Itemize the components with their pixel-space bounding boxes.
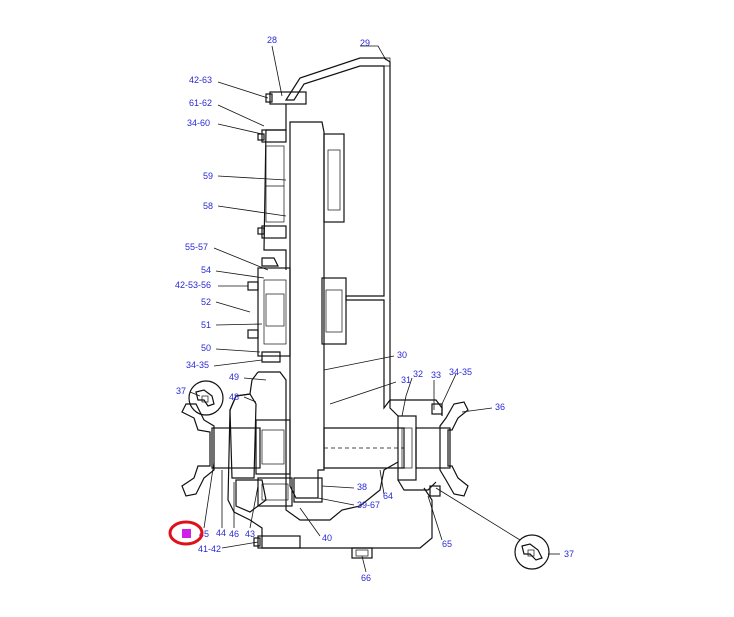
highlight-square xyxy=(182,529,191,538)
callout-label: 48 xyxy=(229,392,239,402)
callout-label: 50 xyxy=(201,343,211,353)
callout-label: 65 xyxy=(442,539,452,549)
callout-label: 55-57 xyxy=(185,242,208,252)
upper-housing xyxy=(263,104,287,270)
callout-label: 34-35 xyxy=(186,360,209,370)
callout-labels: 28 29 42-63 61-62 34-60 59 58 55-57 54 4… xyxy=(175,35,574,583)
callout-label: 31 xyxy=(401,375,411,385)
callout-label: 34-60 xyxy=(187,118,210,128)
callout-label: 59 xyxy=(203,171,213,181)
assembly-drawing xyxy=(181,57,550,570)
callout-label: 42-53-56 xyxy=(175,280,211,290)
leader-lines xyxy=(189,45,560,573)
middle-bearing-housing xyxy=(257,267,291,357)
callout-label: 52 xyxy=(201,297,211,307)
highlight-marker[interactable] xyxy=(168,520,204,546)
callout-label: 32 xyxy=(413,369,423,379)
callout-label: 38 xyxy=(357,482,367,492)
callout-label: 33 xyxy=(431,370,441,380)
housing-cover xyxy=(284,57,391,410)
callout-label: 41-42 xyxy=(198,544,221,554)
callout-label: 42-63 xyxy=(189,75,212,85)
right-yoke xyxy=(439,401,469,497)
output-shaft xyxy=(323,427,405,469)
right-spline xyxy=(415,427,451,469)
callout-label: 45 xyxy=(199,529,209,539)
callout-label: 44 xyxy=(216,528,226,538)
oil-sump xyxy=(300,487,433,549)
upper-bearing xyxy=(323,133,345,223)
callout-label: 28 xyxy=(267,35,277,45)
left-yoke xyxy=(181,403,215,497)
callout-label: 37 xyxy=(176,386,186,396)
callout-label: 36 xyxy=(495,402,505,412)
highlight-ring xyxy=(168,520,204,546)
callout-label: 43 xyxy=(245,529,255,539)
callout-label: 30 xyxy=(397,350,407,360)
callout-label: 49 xyxy=(229,372,239,382)
callout-label: 51 xyxy=(201,320,211,330)
callout-label: 54 xyxy=(201,265,211,275)
callout-label: 61-62 xyxy=(189,98,212,108)
callout-label: 37 xyxy=(564,549,574,559)
main-gear xyxy=(289,121,325,499)
callout-label: 46 xyxy=(229,529,239,539)
callout-label: 39-67 xyxy=(357,500,380,510)
callout-label: 29 xyxy=(360,38,370,48)
detail-circle-lower xyxy=(514,534,550,570)
lower-housing xyxy=(258,371,399,521)
left-spline xyxy=(211,427,261,469)
top-cap xyxy=(269,91,307,105)
callout-label: 58 xyxy=(203,201,213,211)
callout-label: 34-35 xyxy=(449,367,472,377)
detail-circle-upper xyxy=(188,380,224,416)
callout-label: 40 xyxy=(322,533,332,543)
callout-label: 64 xyxy=(383,491,393,501)
callout-label: 66 xyxy=(361,573,371,583)
